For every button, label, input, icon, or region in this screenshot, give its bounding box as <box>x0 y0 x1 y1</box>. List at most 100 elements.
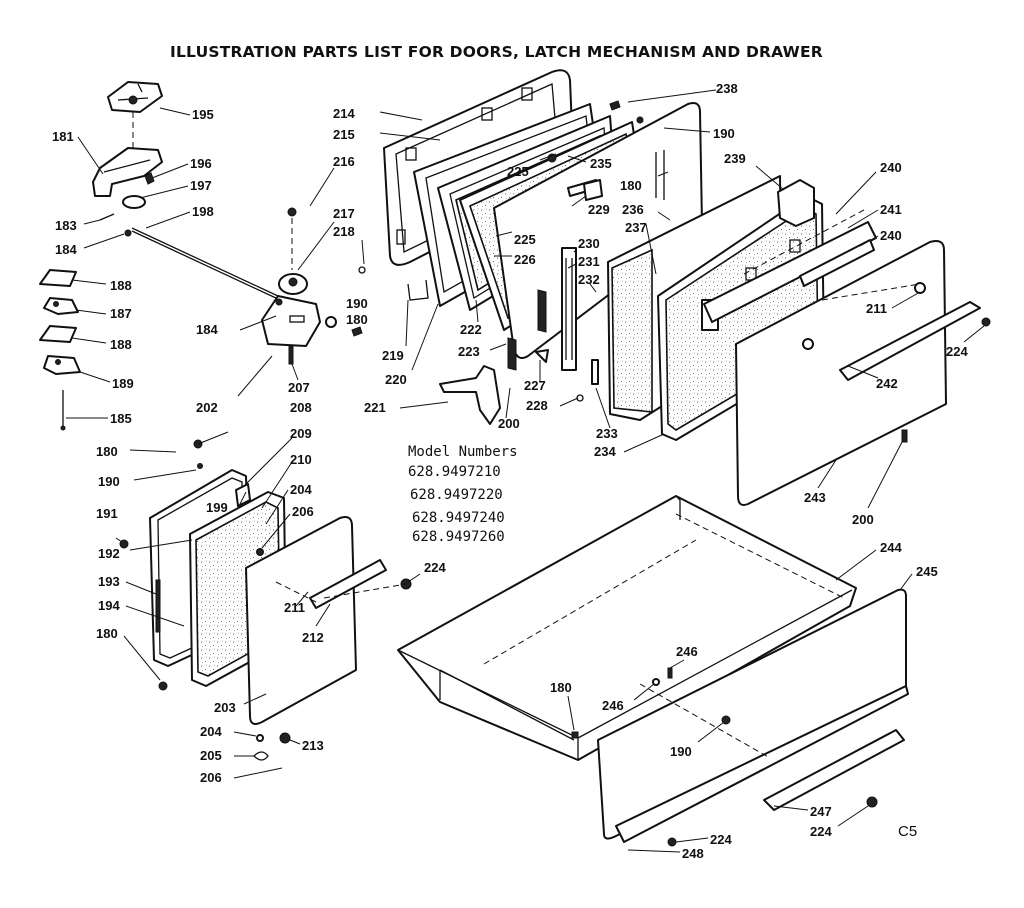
diagram-title: ILLUSTRATION PARTS LIST FOR DOORS, LATCH… <box>170 43 823 61</box>
part-label: 180 <box>620 178 642 193</box>
part-label: 205 <box>200 748 222 763</box>
part-label: 236 <box>622 202 644 217</box>
part-label: 212 <box>302 630 324 645</box>
part-label: 193 <box>98 574 120 589</box>
part-label: 245 <box>916 564 938 579</box>
part-label: 246 <box>676 644 698 659</box>
part-label: 229 <box>588 202 610 217</box>
part-label: 194 <box>98 598 120 613</box>
part-label: 196 <box>190 156 212 171</box>
part-label: 237 <box>625 220 647 235</box>
part-label: 225 <box>514 232 536 247</box>
part-label: 230 <box>578 236 600 251</box>
part-label: 184 <box>196 322 218 337</box>
part-label: 203 <box>214 700 236 715</box>
part-label: 195 <box>192 107 214 122</box>
part-label: 238 <box>716 81 738 96</box>
small-door-assembly <box>119 439 412 761</box>
part-label: 180 <box>346 312 368 327</box>
part-label: 206 <box>292 504 314 519</box>
part-label: 226 <box>514 252 536 267</box>
model-number: 628.9497210 <box>408 464 501 480</box>
part-label: 231 <box>578 254 600 269</box>
part-label: 214 <box>333 106 355 121</box>
part-label: 221 <box>364 400 386 415</box>
part-label: 241 <box>880 202 902 217</box>
part-label: 180 <box>96 444 118 459</box>
latch-mechanism-group <box>39 81 366 431</box>
part-label: 192 <box>98 546 120 561</box>
part-label: 191 <box>96 506 118 521</box>
small-door-front <box>245 516 357 725</box>
part-label: 211 <box>284 600 305 615</box>
part-label: 227 <box>524 378 546 393</box>
part-label: 199 <box>206 500 228 515</box>
part-label: 200 <box>498 416 520 431</box>
part-label: 217 <box>333 206 355 221</box>
model-number: 628.9497260 <box>412 529 505 545</box>
part-label: 210 <box>290 452 312 467</box>
part-label: 180 <box>550 680 572 695</box>
part-label: 204 <box>290 482 312 497</box>
part-label: 207 <box>288 380 310 395</box>
part-label: 240 <box>880 160 902 175</box>
part-label: 244 <box>880 540 902 555</box>
part-label: 183 <box>55 218 77 233</box>
part-label: 202 <box>196 400 218 415</box>
part-label: 200 <box>852 512 874 527</box>
part-label: 243 <box>804 490 826 505</box>
part-label: 234 <box>594 444 616 459</box>
part-label: 219 <box>382 348 404 363</box>
part-label: 188 <box>110 278 132 293</box>
part-label: 222 <box>460 322 482 337</box>
part-label: 190 <box>98 474 120 489</box>
main-door-assembly <box>383 69 991 506</box>
model-number: 628.9497220 <box>410 487 503 503</box>
part-label: 189 <box>112 376 134 391</box>
part-label: 198 <box>192 204 214 219</box>
part-label: 218 <box>333 224 355 239</box>
part-label: 223 <box>458 344 480 359</box>
part-label: 209 <box>290 426 312 441</box>
model-numbers-block: Model Numbers 628.9497210 628.9497220 62… <box>408 444 518 545</box>
part-label: 224 <box>810 824 832 839</box>
latch-plate-part <box>261 295 321 347</box>
part-label: 248 <box>682 846 704 861</box>
part-label: 197 <box>190 178 212 193</box>
part-label: 224 <box>710 832 732 847</box>
part-label: 220 <box>385 372 407 387</box>
part-label: 235 <box>590 156 612 171</box>
part-label: 216 <box>333 154 355 169</box>
part-label: 242 <box>876 376 898 391</box>
part-label: 206 <box>200 770 222 785</box>
part-label: 208 <box>290 400 312 415</box>
part-label: 185 <box>110 411 132 426</box>
part-label: 213 <box>302 738 324 753</box>
door-handle-part <box>839 301 981 381</box>
part-label: 224 <box>946 344 968 359</box>
part-label: 188 <box>110 337 132 352</box>
part-label: 181 <box>52 129 74 144</box>
drawer-assembly <box>397 495 909 847</box>
part-label: 232 <box>578 272 600 287</box>
model-number: 628.9497240 <box>412 510 505 526</box>
part-label: 204 <box>200 724 222 739</box>
part-label: 246 <box>602 698 624 713</box>
part-label: 224 <box>424 560 446 575</box>
diagram-code: C5 <box>898 823 917 840</box>
part-label: 240 <box>880 228 902 243</box>
part-label: 187 <box>110 306 132 321</box>
leader-lines <box>66 89 985 853</box>
drawer-handle-part <box>763 729 905 811</box>
part-label: 184 <box>55 242 77 257</box>
part-label: 190 <box>346 296 368 311</box>
part-label: 190 <box>713 126 735 141</box>
latch-bracket-part <box>92 147 163 197</box>
part-label: 247 <box>810 804 832 819</box>
latch-lever-part <box>439 365 501 425</box>
part-label: 190 <box>670 744 692 759</box>
part-label: 233 <box>596 426 618 441</box>
part-label: 211 <box>866 301 887 316</box>
model-numbers-heading: Model Numbers <box>408 444 518 460</box>
part-label: 228 <box>526 398 548 413</box>
